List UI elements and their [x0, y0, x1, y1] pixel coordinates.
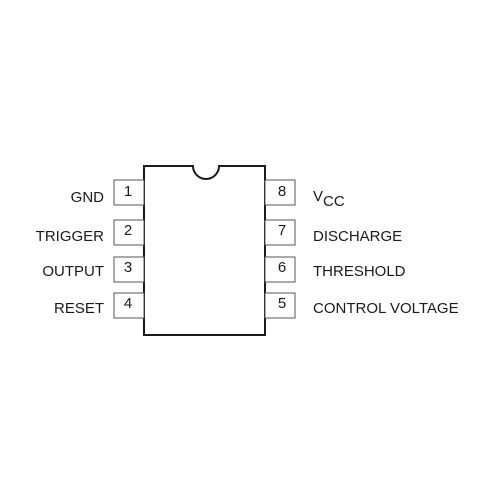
pin-label-control-voltage: CONTROL VOLTAGE — [313, 300, 459, 317]
pin-label-threshold: THRESHOLD — [313, 263, 406, 280]
pin-number-7: 7 — [277, 222, 287, 239]
ic-body — [143, 165, 266, 336]
pin-number-4: 4 — [123, 295, 133, 312]
pin-number-3: 3 — [123, 259, 133, 276]
pin-box-3 — [113, 256, 145, 283]
pin-box-7 — [264, 219, 296, 246]
pin-label-vcc-subscript: CC — [323, 193, 345, 210]
pin-label-gnd: GND — [70, 189, 104, 206]
pin-number-2: 2 — [123, 222, 133, 239]
pin-number-6: 6 — [277, 259, 287, 276]
pin-box-5 — [264, 292, 296, 319]
pin-label-reset: RESET — [53, 300, 104, 317]
pin-label-vcc: VCC — [313, 188, 345, 210]
pin-box-2 — [113, 219, 145, 246]
pin-box-1 — [113, 179, 145, 206]
pin-number-5: 5 — [277, 295, 287, 312]
pin-box-8 — [264, 179, 296, 206]
pin-label-discharge: DISCHARGE — [313, 228, 403, 245]
pin-box-4 — [113, 292, 145, 319]
pin-number-8: 8 — [277, 183, 287, 200]
pin-label-vcc-main: V — [313, 188, 324, 205]
pin-number-1: 1 — [123, 183, 133, 200]
pin-box-6 — [264, 256, 296, 283]
pin-label-output: OUTPUT — [42, 263, 104, 280]
pin-label-trigger: TRIGGER — [35, 228, 104, 245]
